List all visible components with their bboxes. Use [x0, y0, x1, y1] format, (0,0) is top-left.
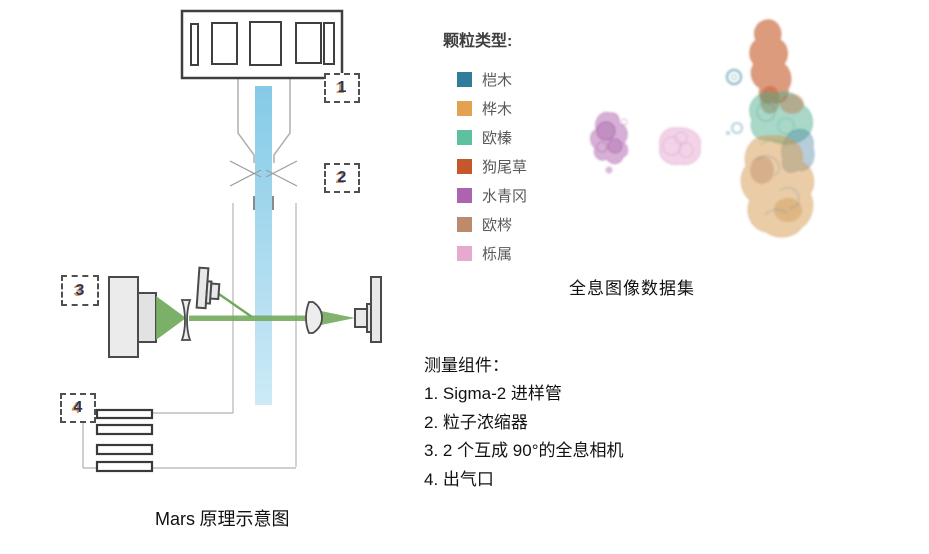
legend-label: 栎属 — [482, 246, 513, 263]
schematic-caption: Mars 原理示意图 — [155, 505, 290, 531]
beam-expander-lens-icon — [180, 299, 192, 341]
cluster-main — [725, 19, 815, 238]
alder-color-swatch — [457, 72, 472, 87]
cluster-plot-caption: 全息图像数据集 — [569, 279, 695, 298]
cluster-oak — [659, 127, 701, 166]
particle-stream — [255, 86, 272, 405]
scattered-beam — [215, 291, 253, 318]
marker-2-concentrator: 2 — [324, 163, 360, 193]
component-item-concentrator: 2. 粒子浓缩器 — [424, 412, 528, 432]
legend-label: 欧榛 — [482, 130, 513, 147]
nozzle-exit — [253, 196, 274, 210]
legend-item-beech: 水青冈 — [443, 181, 593, 210]
beech-color-swatch — [457, 188, 472, 203]
legend-item-foxtail: 狗尾草 — [443, 152, 593, 181]
legend-item-hazel: 欧榛 — [443, 123, 593, 152]
component-item-air-outlet: 4. 出气口 — [424, 469, 494, 489]
component-item-sampling-tube: 1. Sigma-2 进样管 — [424, 384, 562, 403]
laser-beam — [189, 311, 355, 325]
marker-1-sampling-tube: 1 — [324, 73, 360, 103]
front-holo-camera — [354, 276, 382, 343]
component-item-holo-cameras: 3. 2 个互成 90°的全息相机 — [424, 441, 624, 460]
components-title: 测量组件： — [424, 356, 509, 375]
legend-label: 狗尾草 — [482, 159, 528, 176]
focus-lens-icon — [305, 301, 323, 334]
legend-item-oak: 栎属 — [443, 239, 593, 268]
schematic-caption-cjk: 原理示意图 — [195, 509, 290, 529]
legend-label: 欧梣 — [482, 217, 513, 234]
birch-color-swatch — [457, 101, 472, 116]
legend-label: 水青冈 — [482, 188, 528, 205]
concentrator-funnel — [237, 78, 291, 163]
sampler-head — [180, 9, 344, 80]
legend-label: 桤木 — [482, 72, 513, 89]
exhaust-vents — [95, 408, 154, 473]
sample-inlet-slots — [190, 21, 335, 66]
marker-2-label: 2 — [337, 169, 347, 186]
legend-item-birch: 桦木 — [443, 94, 593, 123]
schematic-caption-latin: Mars — [155, 509, 195, 529]
cluster-beech — [590, 111, 629, 174]
concentrator-nozzle-icon — [229, 160, 298, 187]
marker-3-label: 3 — [75, 281, 85, 299]
oak-color-swatch — [457, 246, 472, 261]
foxtail-color-swatch — [457, 159, 472, 174]
exhaust-duct — [82, 412, 296, 469]
legend-item-alder: 桤木 — [443, 65, 593, 94]
marker-4-label: 4 — [73, 399, 83, 416]
ash-color-swatch — [457, 217, 472, 232]
legend-label: 桦木 — [482, 101, 513, 118]
marker-4-air-outlet: 4 — [60, 393, 96, 423]
laser-source — [108, 276, 186, 358]
particle-type-legend: 颗粒类型: 桤木 桦木 欧榛 狗尾草 水青冈 欧梣 栎属 — [443, 27, 593, 268]
legend-item-ash: 欧梣 — [443, 210, 593, 239]
marker-3-holo-cameras: 3 — [61, 275, 99, 306]
side-holo-camera — [195, 266, 253, 318]
measurement-components-list: 测量组件： 1. Sigma-2 进样管 2. 粒子浓缩器 3. 2 个互成 9… — [424, 352, 724, 494]
marker-1-label: 1 — [337, 79, 347, 96]
cluster-plot — [590, 19, 815, 238]
hazel-color-swatch — [457, 130, 472, 145]
legend-title: 颗粒类型: — [443, 33, 513, 50]
observation-chamber-walls — [232, 203, 297, 467]
laser-cone — [156, 296, 186, 340]
